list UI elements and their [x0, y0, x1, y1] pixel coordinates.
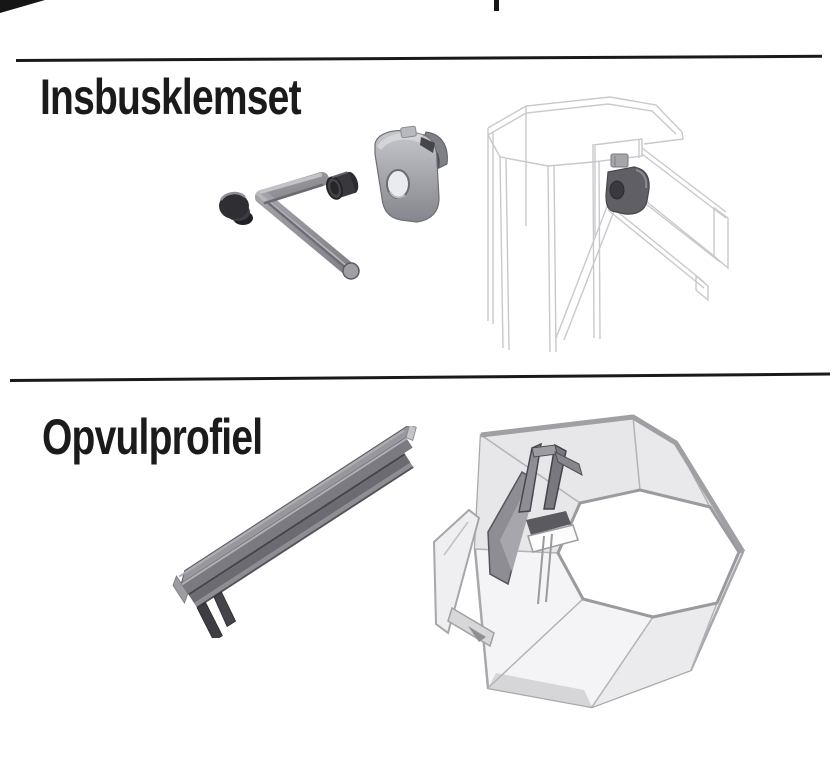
profile-strip-icon: [172, 426, 417, 638]
hex-key-icon: [255, 172, 360, 280]
button-cap-icon: [219, 191, 253, 225]
section-title-opvulprofiel: Opvulprofiel: [42, 409, 263, 465]
set-screw-icon: [326, 171, 359, 200]
octagonal-tube-icon: [473, 414, 746, 709]
clamp-bracket-icon: [374, 125, 448, 223]
scan-artifact-top-center: [494, 0, 499, 11]
section-divider-top: [15, 54, 822, 62]
section-title-insbusklemset: Insbusklemset: [40, 69, 302, 125]
wireframe-post-lines: [487, 96, 729, 353]
octagonal-post-illustration: [432, 414, 746, 709]
scan-artifact-top-left: [0, 0, 45, 13]
cut-wall-sliver-icon: [432, 508, 495, 648]
hex-key-clamp-exploded-illustration: [219, 125, 448, 280]
inserted-profile-icon: [487, 442, 583, 605]
filler-profile-illustration: [172, 426, 417, 638]
section-divider-middle: [9, 372, 830, 383]
wireframe-post-illustration: [487, 96, 729, 353]
mounted-clamp-icon: [605, 153, 650, 215]
